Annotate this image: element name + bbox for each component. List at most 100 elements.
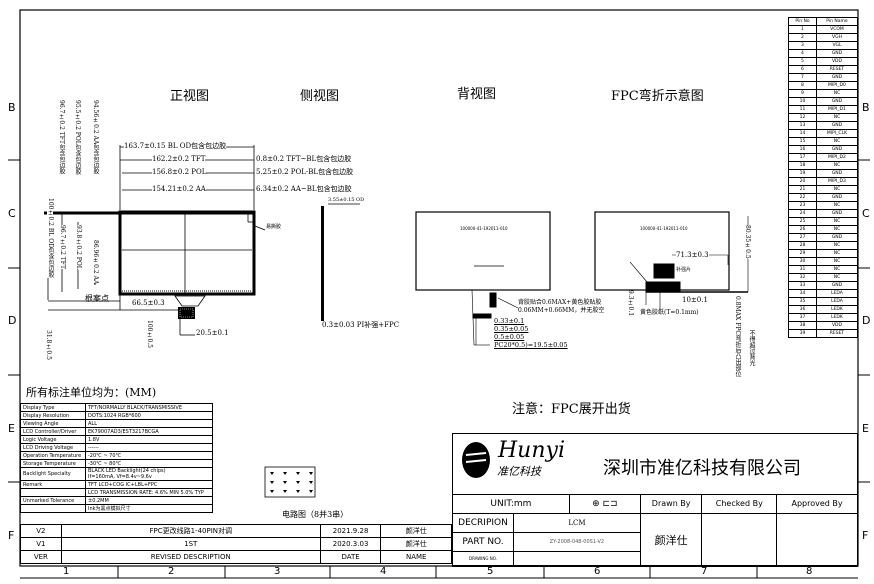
pin-no: 36	[788, 305, 817, 314]
spec-label: Logic Voltage	[20, 435, 86, 444]
pin-no: 29	[788, 249, 817, 258]
dim-bend: 71.3±0.3	[676, 251, 709, 259]
spec-value: DOTS:1024 RGB*600	[85, 411, 213, 420]
spec-label: Viewing Angle	[20, 419, 86, 428]
spec-value: ±0.2MM	[85, 496, 213, 505]
pin-no: 25	[788, 217, 817, 226]
circuit-diagram	[264, 466, 316, 498]
row-label: D	[8, 314, 17, 327]
dim-v: 95.5±0.2 POL包含包边胶	[74, 100, 81, 175]
pin-no: 17	[788, 153, 817, 162]
row-label: B	[8, 101, 16, 114]
dim-back: 0.35±0.05	[494, 325, 529, 333]
pin-no: 1	[788, 25, 817, 34]
pin-name: VDD	[815, 57, 859, 66]
tape-label: 易撕胶	[266, 224, 282, 230]
dim-v: 86.96±0.2 AA	[92, 240, 99, 285]
pin-name: VGH	[815, 33, 859, 42]
pin-name: NC	[815, 257, 859, 266]
pin-no: 27	[788, 233, 817, 242]
checker-cell	[701, 512, 778, 568]
col-label: 7	[701, 566, 708, 577]
back-label2: 0.06MM+0.66MM，并无胶空	[518, 307, 605, 314]
dim-aa-bl: 6.34±0.2 AA~BL包含包边胶	[256, 185, 352, 193]
col-label: 6	[594, 566, 601, 577]
fpc-bend-title: FPC弯折示意图	[611, 89, 704, 104]
circuit-label: 电路图（8并3串）	[282, 510, 349, 519]
pin-no: 20	[788, 177, 817, 186]
pin-name: NC	[815, 225, 859, 234]
back-view-drawing	[415, 211, 551, 346]
dim-bend: 9.3±0.1	[627, 290, 634, 317]
revision-date: DATE	[319, 550, 382, 564]
dim-aa: 154.21±0.2 AA	[152, 185, 206, 193]
spec-value: LCD TRANSMISSION RATE: 4.6% MIN 5.0% TYP	[85, 488, 213, 497]
spec-value: Ink为黑点模拟尺寸	[85, 504, 213, 513]
row-label: C	[862, 207, 870, 220]
checked-by-label: Checked By	[701, 494, 778, 514]
dim-bl-od: 163.7±0.15 BL OD包含包边胶	[124, 142, 227, 150]
pin-name: MIPI_CLK	[815, 129, 859, 138]
spec-value: TFT LCD+COG IC+LBL+FPC	[85, 480, 213, 489]
dim-bend: 80.35±0.5	[744, 225, 751, 259]
pin-no: 33	[788, 281, 817, 290]
pin-name: LEDA	[815, 289, 859, 298]
pin-name: GND	[815, 193, 859, 202]
approver-cell	[776, 512, 858, 568]
company-logo	[462, 442, 490, 478]
part-no-label: PART NO.	[452, 532, 514, 552]
pin-name: NC	[815, 201, 859, 210]
spec-value: -20℃ ~ 70℃	[85, 451, 213, 460]
pin-no: 14	[788, 129, 817, 138]
spec-label	[20, 488, 86, 497]
spec-value: EK79007AD3/EST3217BCGA	[85, 427, 213, 436]
spec-value: TFT/NORMALLY BLACK/TRANSMISSIVE	[85, 403, 213, 412]
back-panel-text: 100000-41-192011-010	[460, 226, 508, 231]
side-view-title: 侧视图	[300, 89, 340, 104]
drawing-no-label: DRAWING NO.	[452, 550, 514, 568]
spec-label: Display Resolution	[20, 411, 86, 420]
spec-value: -30℃ ~ 80℃	[85, 459, 213, 468]
dim-v: 93.8±0.2 POL	[75, 225, 82, 270]
spec-row: Unmarked Tolerance±0.2MM	[20, 496, 213, 505]
pin-no: 31	[788, 265, 817, 274]
pin-no: 8	[788, 81, 817, 90]
pin-name: MIPI_D2	[815, 153, 859, 162]
spec-row: LCD TRANSMISSION RATE: 4.6% MIN 5.0% TYP	[20, 488, 213, 497]
pin-name: MIPI_D0	[815, 81, 859, 90]
pin-name: LEDK	[815, 305, 859, 314]
pin-name: LEDA	[815, 297, 859, 306]
spec-label: Operation Temperature	[20, 451, 86, 460]
dim-v: 100±0.2 BL OD包含包边胶	[47, 198, 54, 278]
dim-fpc-width: 20.5±0.1	[196, 329, 229, 337]
dim-back: 0.5±0.05	[494, 333, 525, 341]
pin-no: 3	[788, 41, 817, 50]
spec-value: 1.8V	[85, 435, 213, 444]
dim-back: PC20*0.5)=19.5±0.05	[494, 341, 568, 349]
pin-no: 16	[788, 145, 817, 154]
dim-side-pi: 0.3±0.03 PI补强+FPC	[322, 321, 400, 329]
spec-label: Display Type	[20, 403, 86, 412]
pin-name: NC	[815, 113, 859, 122]
drawn-by-label: Drawn By	[639, 494, 703, 514]
revision-name: 颜洋仕	[380, 537, 452, 551]
